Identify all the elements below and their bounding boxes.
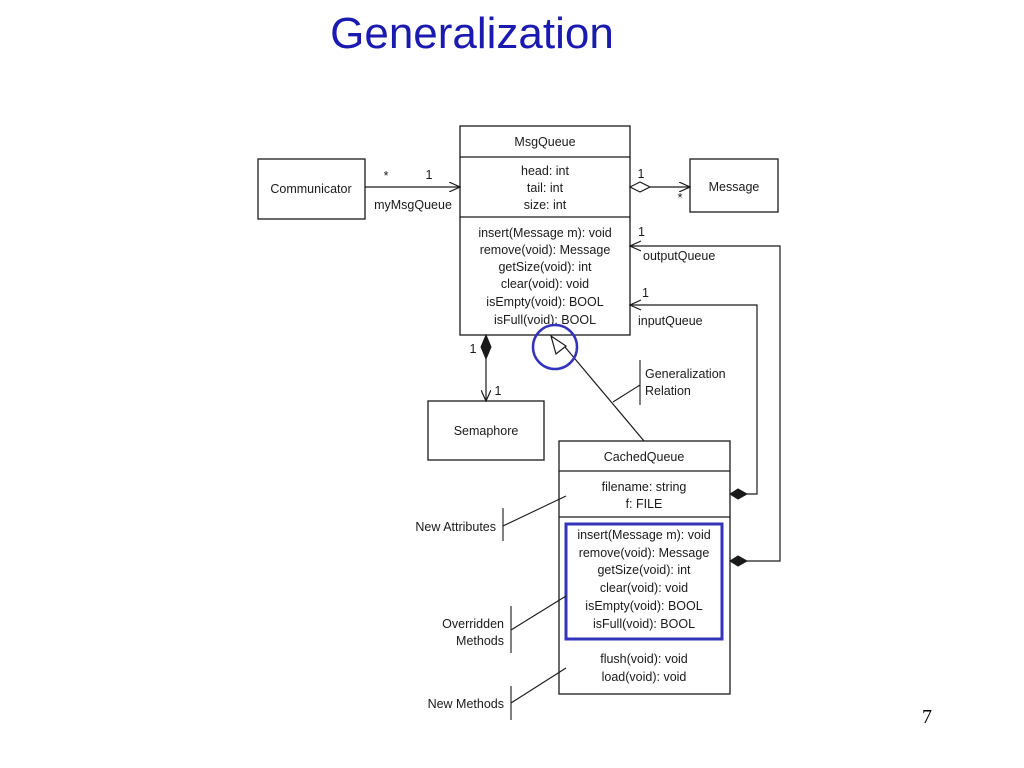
semaphore-multiplicity-top: 1 [470, 342, 477, 356]
inputqueue-role-label: inputQueue [638, 314, 703, 328]
cachedqueue-method-load: load(void): void [602, 670, 687, 684]
message-name: Message [709, 180, 760, 194]
slide-title: Generalization [330, 9, 614, 58]
outputqueue-arrow-icon [628, 240, 642, 252]
communicator-name: Communicator [270, 182, 351, 196]
message-box [689, 158, 779, 213]
new-methods-callout-leader [510, 667, 567, 704]
communicator-multiplicity-star: * [384, 169, 389, 183]
outputqueue-composition-diamond-icon [729, 555, 749, 567]
cachedqueue-method-isempty: isEmpty(void): BOOL [585, 599, 702, 613]
msgqueue-method-insert: insert(Message m): void [478, 226, 611, 240]
overridden-label-line1: Overridden [442, 617, 504, 631]
generalization-callout-leader [612, 384, 641, 403]
cachedqueue-method-clear: clear(void): void [600, 581, 688, 595]
communicator-class: Communicator [257, 158, 366, 220]
cachedqueue-method-remove: remove(void): Message [579, 546, 710, 560]
generalization-arrowhead-icon [549, 334, 568, 356]
semaphore-class: Semaphore [427, 400, 545, 461]
cachedqueue-method-flush: flush(void): void [600, 652, 688, 666]
cachedqueue-method-isfull: isFull(void): BOOL [593, 617, 695, 631]
inputqueue-line [630, 304, 758, 495]
cachedqueue-box [558, 440, 731, 695]
semaphore-name: Semaphore [454, 424, 519, 438]
new-attributes-callout-leader [502, 495, 567, 527]
aggregation-diamond-icon [628, 181, 652, 193]
new-methods-label: New Methods [428, 697, 504, 711]
msgqueue-name: MsgQueue [514, 135, 575, 149]
message-multiplicity-star: * [678, 191, 683, 205]
composition-diamond-icon [480, 333, 492, 361]
slide-number: 7 [922, 706, 932, 728]
semaphore-box [427, 400, 545, 461]
cachedqueue-class: CachedQueue filename: string f: FILE ins… [558, 440, 731, 695]
outputqueue-multiplicity: 1 [638, 225, 645, 239]
semaphore-multiplicity-bottom: 1 [495, 384, 502, 398]
msgqueue-method-isfull: isFull(void): BOOL [494, 313, 596, 327]
msgqueue-attr-head: head: int [521, 164, 569, 178]
cachedqueue-method-getsize: getSize(void): int [597, 563, 691, 577]
message-multiplicity-one: 1 [638, 167, 645, 181]
msgqueue-attr-size: size: int [524, 198, 567, 212]
inputqueue-multiplicity: 1 [642, 286, 649, 300]
cachedqueue-attr-f: f: FILE [626, 497, 663, 511]
cachedqueue-attr-filename: filename: string [602, 480, 687, 494]
inputqueue-composition-diamond-icon [729, 488, 749, 500]
overridden-methods-highlight [564, 522, 724, 641]
communicator-box [257, 158, 366, 220]
new-attributes-label: New Attributes [415, 520, 496, 534]
outputqueue-line [630, 245, 781, 562]
cachedqueue-method-insert: insert(Message m): void [577, 528, 710, 542]
generalization-line [564, 346, 645, 442]
msgqueue-method-isempty: isEmpty(void): BOOL [486, 295, 603, 309]
msgqueue-class: MsgQueue head: int tail: int size: int i… [459, 125, 631, 336]
cachedqueue-name: CachedQueue [604, 450, 685, 464]
message-class: Message [689, 158, 779, 213]
msgqueue-box [459, 125, 631, 336]
communicator-role-label: myMsgQueue [374, 198, 452, 212]
msgqueue-method-getsize: getSize(void): int [498, 260, 592, 274]
overridden-label-line2: Methods [456, 634, 504, 648]
inputqueue-arrow-icon [628, 299, 642, 311]
overridden-callout-leader [510, 595, 567, 631]
msgqueue-attr-tail: tail: int [527, 181, 564, 195]
outputqueue-role-label: outputQueue [643, 249, 715, 263]
generalization-label-line1: Generalization [645, 367, 726, 381]
msgqueue-method-remove: remove(void): Message [480, 243, 611, 257]
highlight-circle [531, 323, 579, 371]
generalization-label-line2: Relation [645, 384, 691, 398]
communicator-multiplicity-one: 1 [426, 168, 433, 182]
msgqueue-method-clear: clear(void): void [501, 277, 589, 291]
